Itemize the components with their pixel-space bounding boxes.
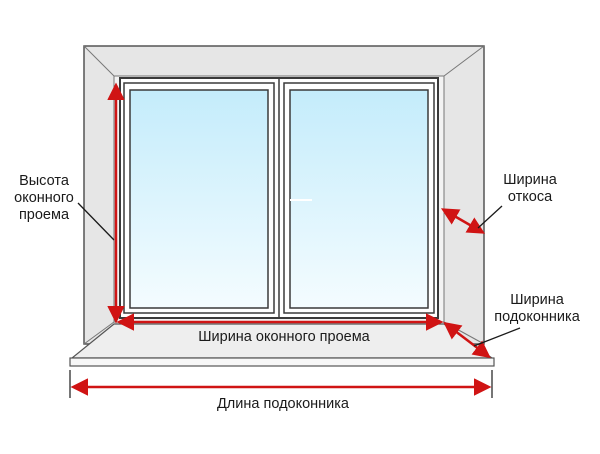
slope-width-label-line-1: Ширина [503, 172, 557, 188]
height-label-line-1: Высота [19, 173, 69, 189]
slope-width-label-line-2: откоса [507, 189, 553, 205]
sill-width-arrow [443, 321, 491, 359]
leader-lines [77, 202, 521, 347]
sill-width-label: Ширина подоконника [482, 292, 592, 326]
dimension-arrows [69, 82, 493, 398]
window-frame [119, 77, 439, 319]
right-glass [289, 89, 429, 309]
sill-width-label-line-2: подоконника [494, 309, 580, 325]
height-label-line-3: проема [18, 207, 70, 223]
opening-width-label: Ширина оконного проема [198, 329, 370, 345]
sill-length-label: Длина подоконника [216, 396, 349, 412]
slope-width-arrow [440, 208, 486, 234]
left-glass [129, 89, 269, 309]
slope-width-label: Ширина откоса [490, 172, 570, 206]
sill-width-label-line-1: Ширина [510, 292, 564, 308]
height-label: Высота оконного проема [6, 173, 82, 224]
height-label-line-2: оконного [14, 190, 74, 206]
